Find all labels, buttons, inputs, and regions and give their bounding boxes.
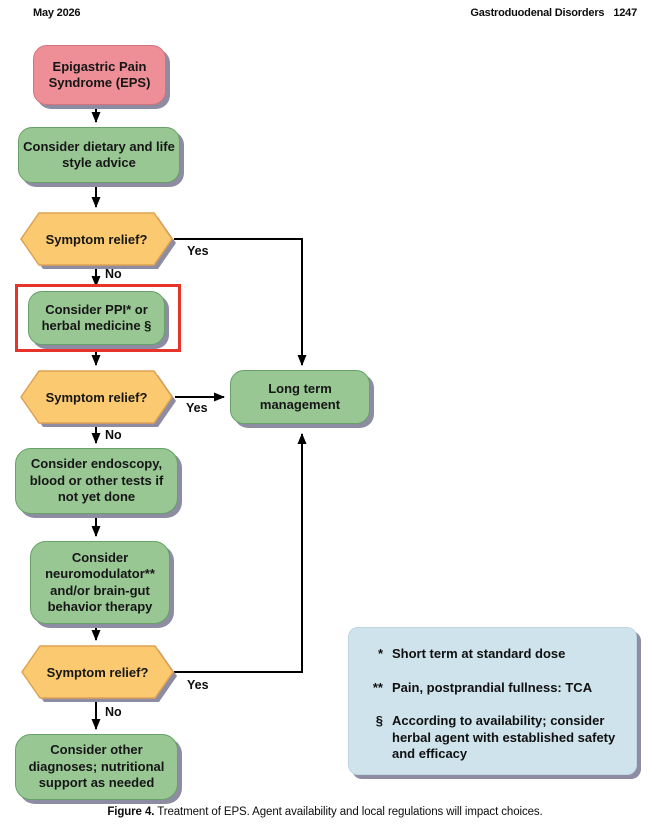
footnote-text: Pain, postprandial fullness: TCA <box>392 679 593 695</box>
footnote-item: * Short term at standard dose <box>361 646 626 663</box>
node-other-diagnoses: Consider other diagnoses; nutritional su… <box>15 734 178 800</box>
edge-label-yes-3: Yes <box>187 678 209 692</box>
footnote-item: ** Pain, postprandial fullness: TCA <box>361 680 626 697</box>
decision-symptom-relief-1: Symptom relief? <box>20 212 178 271</box>
edge-label-no-2: No <box>105 428 122 442</box>
highlight-rectangle <box>15 284 181 352</box>
decision-symptom-relief-3: Symptom relief? <box>21 645 179 704</box>
hexagon-shape <box>20 212 176 269</box>
node-endoscopy-tests: Consider endoscopy, blood or other tests… <box>15 448 178 514</box>
node-long-term-management-label: Long term management <box>259 380 341 413</box>
header-page-number: 1247 <box>613 7 637 19</box>
header-journal-title: Gastroduodenal Disorders <box>470 7 605 19</box>
hexagon-shape <box>20 370 176 427</box>
node-neuromodulator: Consider neuromodulator** and/or brain-g… <box>30 541 170 624</box>
node-ppi-herbal-label: Consider PPI* or herbal medicine § <box>41 301 152 334</box>
footnote-item: § According to availability; consider he… <box>361 713 626 763</box>
figure-caption-text: Treatment of EPS. Agent availability and… <box>154 806 543 818</box>
figure-caption-label: Figure 4. <box>107 806 155 818</box>
edge-label-no-3: No <box>105 705 122 719</box>
footnote-marker: § <box>375 713 383 728</box>
node-other-diagnoses-label: Consider other diagnoses; nutritional su… <box>28 742 165 791</box>
node-dietary-advice-label: Consider dietary and life style advice <box>23 138 175 171</box>
decision-symptom-relief-2: Symptom relief? <box>20 370 178 429</box>
decision-symptom-relief-2-label: Symptom relief? <box>45 389 148 405</box>
footnote-marker: ** <box>372 679 383 695</box>
footnote-box: * Short term at standard dose ** Pain, p… <box>348 627 637 775</box>
node-eps: Epigastric Pain Syndrome (EPS) <box>33 45 166 105</box>
arrow-relief3-yes-to-longterm <box>174 433 307 673</box>
figure-caption: Figure 4. Treatment of EPS. Agent availa… <box>0 806 650 818</box>
node-endoscopy-tests-label: Consider endoscopy, blood or other tests… <box>29 456 164 505</box>
footnote-text: According to availability; consider herb… <box>392 713 616 761</box>
node-long-term-management: Long term management <box>230 370 370 424</box>
decision-symptom-relief-1-label: Symptom relief? <box>45 231 148 247</box>
hexagon-shape <box>21 645 177 702</box>
edge-label-yes-1: Yes <box>187 244 209 258</box>
footnote-text: Short term at standard dose <box>392 646 566 661</box>
node-eps-label: Epigastric Pain Syndrome (EPS) <box>48 58 151 91</box>
edge-label-yes-2: Yes <box>186 401 208 415</box>
footnote-marker: * <box>377 646 383 661</box>
edge-label-no-1: No <box>105 267 122 281</box>
header-journal: Gastroduodenal Disorders 1247 <box>470 7 637 19</box>
node-ppi-herbal: Consider PPI* or herbal medicine § <box>28 291 165 345</box>
decision-symptom-relief-3-label: Symptom relief? <box>46 664 149 680</box>
node-neuromodulator-label: Consider neuromodulator** and/or brain-g… <box>45 549 155 615</box>
node-dietary-advice: Consider dietary and life style advice <box>18 127 180 183</box>
header-date: May 2026 <box>33 7 81 19</box>
